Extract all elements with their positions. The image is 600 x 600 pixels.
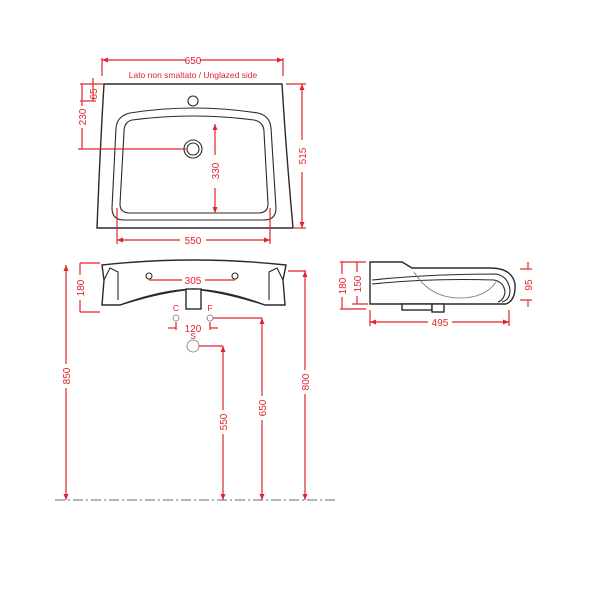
dim-fixing-305: 305 bbox=[185, 276, 202, 287]
top-view: 650 Lato non smaltato / Unglazed side 65… bbox=[78, 56, 309, 247]
dim-side-height-180: 180 bbox=[338, 277, 349, 294]
side-view: 180 150 95 495 bbox=[338, 261, 535, 329]
dim-projection-495: 495 bbox=[432, 318, 449, 329]
dim-tap-hole-65: 65 bbox=[89, 88, 100, 100]
dim-depth-515: 515 bbox=[298, 147, 309, 164]
hot-label: F bbox=[207, 303, 212, 313]
dim-bowl-width-550: 550 bbox=[185, 236, 202, 247]
cold-label: C bbox=[173, 303, 179, 313]
dim-floor-550: 550 bbox=[219, 413, 230, 430]
dim-side-inner-150: 150 bbox=[353, 275, 364, 292]
dim-floor-650: 650 bbox=[258, 399, 269, 416]
unglazed-side-label: Lato non smaltato / Unglazed side bbox=[129, 70, 258, 80]
dim-floor-850: 850 bbox=[62, 367, 73, 384]
dim-bowl-depth-330: 330 bbox=[211, 162, 222, 179]
dim-front-height-180: 180 bbox=[76, 279, 87, 296]
dim-width-650: 650 bbox=[185, 56, 202, 67]
dim-side-front-95: 95 bbox=[524, 279, 535, 291]
waste-label: S bbox=[190, 331, 196, 341]
front-view: 305 180 C F 120 S 850 550 bbox=[55, 259, 338, 501]
dim-floor-800: 800 bbox=[301, 373, 312, 390]
dim-waste-120: 120 bbox=[185, 324, 202, 335]
dim-drain-230: 230 bbox=[78, 108, 89, 125]
